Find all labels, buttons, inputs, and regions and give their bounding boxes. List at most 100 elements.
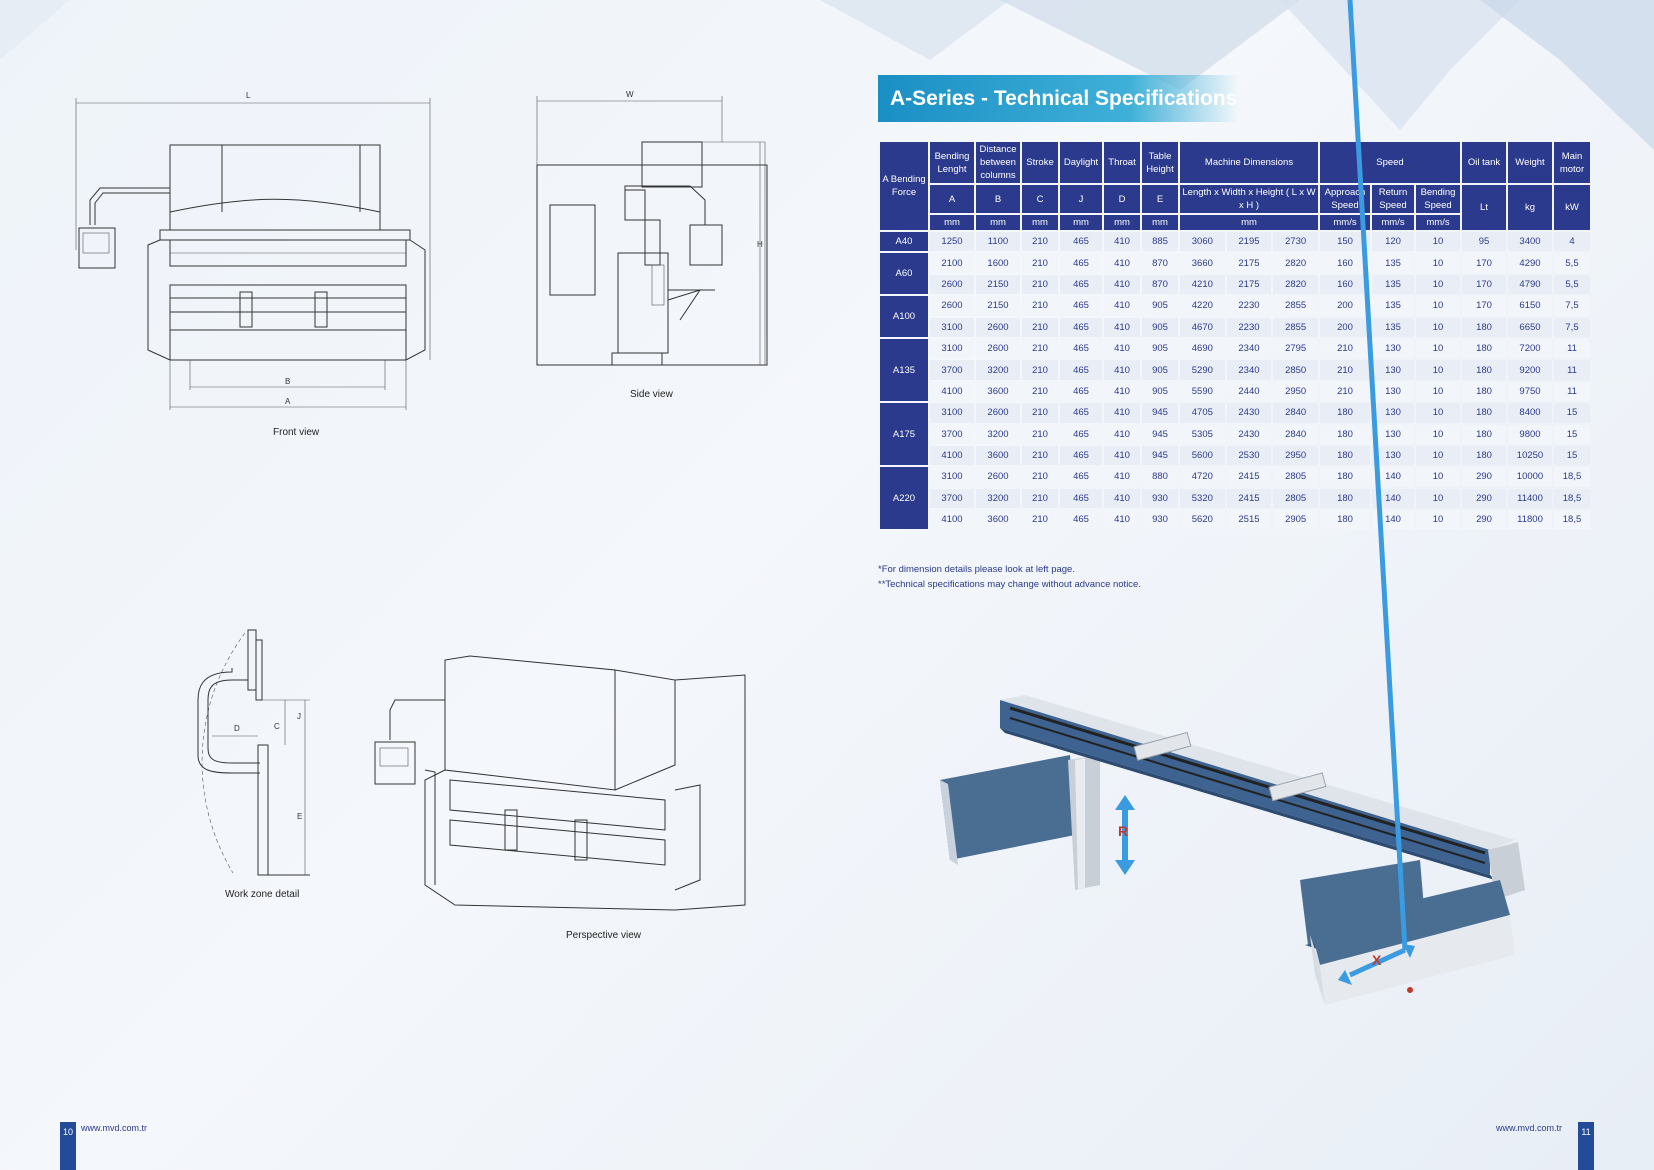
table-cell: 465	[1060, 510, 1102, 530]
table-cell: 465	[1060, 274, 1102, 295]
unit-bending: mm/s	[1416, 215, 1460, 230]
table-cell: 465	[1060, 445, 1102, 466]
table-cell: 870	[1142, 253, 1178, 273]
table-cell: 2340	[1226, 338, 1272, 359]
table-cell: 5,5	[1554, 274, 1590, 295]
table-cell: 2850	[1273, 360, 1318, 380]
unit-approach: mm/s	[1320, 215, 1370, 230]
table-cell: 10	[1416, 232, 1460, 252]
table-cell: 2840	[1273, 424, 1318, 444]
dim-label-h: H	[757, 240, 763, 249]
table-cell: 905	[1142, 296, 1178, 316]
table-cell: 3400	[1508, 232, 1552, 252]
table-cell: 11	[1554, 338, 1590, 359]
table-cell: 465	[1060, 381, 1102, 402]
table-cell: 130	[1372, 381, 1414, 402]
table-cell: 2600	[976, 338, 1020, 359]
work-zone-caption: Work zone detail	[225, 889, 300, 900]
table-cell: 2195	[1226, 232, 1272, 252]
table-cell: 135	[1372, 317, 1414, 337]
col-stroke: Stroke	[1022, 142, 1058, 183]
table-cell: 4790	[1508, 274, 1552, 295]
table-cell: 3100	[930, 317, 974, 337]
table-cell: 2840	[1273, 403, 1318, 423]
sub-lt: Lt	[1462, 185, 1506, 230]
table-cell: 905	[1142, 381, 1178, 402]
perspective-caption: Perspective view	[566, 930, 642, 941]
table-cell: 465	[1060, 488, 1102, 509]
footer-url-right[interactable]: www.mvd.com.tr	[1496, 1123, 1563, 1133]
table-cell: 6150	[1508, 296, 1552, 316]
table-cell: 2340	[1226, 360, 1272, 380]
table-cell: 180	[1320, 467, 1370, 487]
col-bending-length: Bending Lenght	[930, 142, 974, 183]
table-cell: 905	[1142, 338, 1178, 359]
table-cell: 4100	[930, 381, 974, 402]
table-cell: 11	[1554, 360, 1590, 380]
dim-label-w: W	[626, 90, 634, 99]
table-cell: 410	[1104, 317, 1140, 337]
front-view-caption: Front view	[273, 427, 320, 438]
table-cell: 2230	[1226, 317, 1272, 337]
table-cell: 11	[1554, 381, 1590, 402]
table-cell: 7,5	[1554, 296, 1590, 316]
table-cell: 4690	[1180, 338, 1225, 359]
table-cell: 2820	[1273, 274, 1318, 295]
table-cell: 870	[1142, 274, 1178, 295]
table-cell: 2230	[1226, 296, 1272, 316]
sub-a: A	[930, 185, 974, 213]
axis-label-x: X	[1372, 952, 1382, 968]
model-cell: A40	[880, 232, 928, 252]
table-cell: 10000	[1508, 467, 1552, 487]
table-cell: 2820	[1273, 253, 1318, 273]
table-cell: 130	[1372, 424, 1414, 444]
table-cell: 10	[1416, 424, 1460, 444]
col-table-height: Table Height	[1142, 142, 1178, 183]
table-cell: 2600	[976, 403, 1020, 423]
footer-url-left[interactable]: www.mvd.com.tr	[81, 1123, 148, 1133]
table-cell: 10	[1416, 467, 1460, 487]
table-cell: 10	[1416, 510, 1460, 530]
col-weight: Weight	[1508, 142, 1552, 183]
table-cell: 170	[1462, 253, 1506, 273]
table-cell: 10	[1416, 381, 1460, 402]
table-cell: 4100	[930, 510, 974, 530]
table-cell: 2175	[1226, 253, 1272, 273]
table-cell: 135	[1372, 296, 1414, 316]
table-cell: 210	[1022, 232, 1058, 252]
table-cell: 2440	[1226, 381, 1272, 402]
model-cell: A175	[880, 403, 928, 466]
table-cell: 2530	[1226, 445, 1272, 466]
col-daylight: Daylight	[1060, 142, 1102, 183]
table-cell: 410	[1104, 488, 1140, 509]
table-cell: 180	[1320, 510, 1370, 530]
table-cell: 4100	[930, 445, 974, 466]
table-cell: 5305	[1180, 424, 1225, 444]
table-cell: 465	[1060, 360, 1102, 380]
table-cell: 2175	[1226, 274, 1272, 295]
table-cell: 10	[1416, 296, 1460, 316]
table-cell: 180	[1462, 445, 1506, 466]
table-cell: 945	[1142, 403, 1178, 423]
table-cell: 210	[1320, 360, 1370, 380]
table-cell: 2415	[1226, 467, 1272, 487]
table-cell: 4720	[1180, 467, 1225, 487]
table-cell: 2150	[976, 296, 1020, 316]
sub-return: Return Speed	[1372, 185, 1414, 213]
table-cell: 3660	[1180, 253, 1225, 273]
table-cell: 15	[1554, 424, 1590, 444]
table-cell: 4705	[1180, 403, 1225, 423]
table-cell: 180	[1320, 424, 1370, 444]
table-cell: 180	[1462, 338, 1506, 359]
table-cell: 6650	[1508, 317, 1552, 337]
table-cell: 2905	[1273, 510, 1318, 530]
axis-label-r: R	[1118, 823, 1129, 839]
sub-d: D	[1104, 185, 1140, 213]
table-cell: 465	[1060, 338, 1102, 359]
table-cell: 3200	[976, 360, 1020, 380]
